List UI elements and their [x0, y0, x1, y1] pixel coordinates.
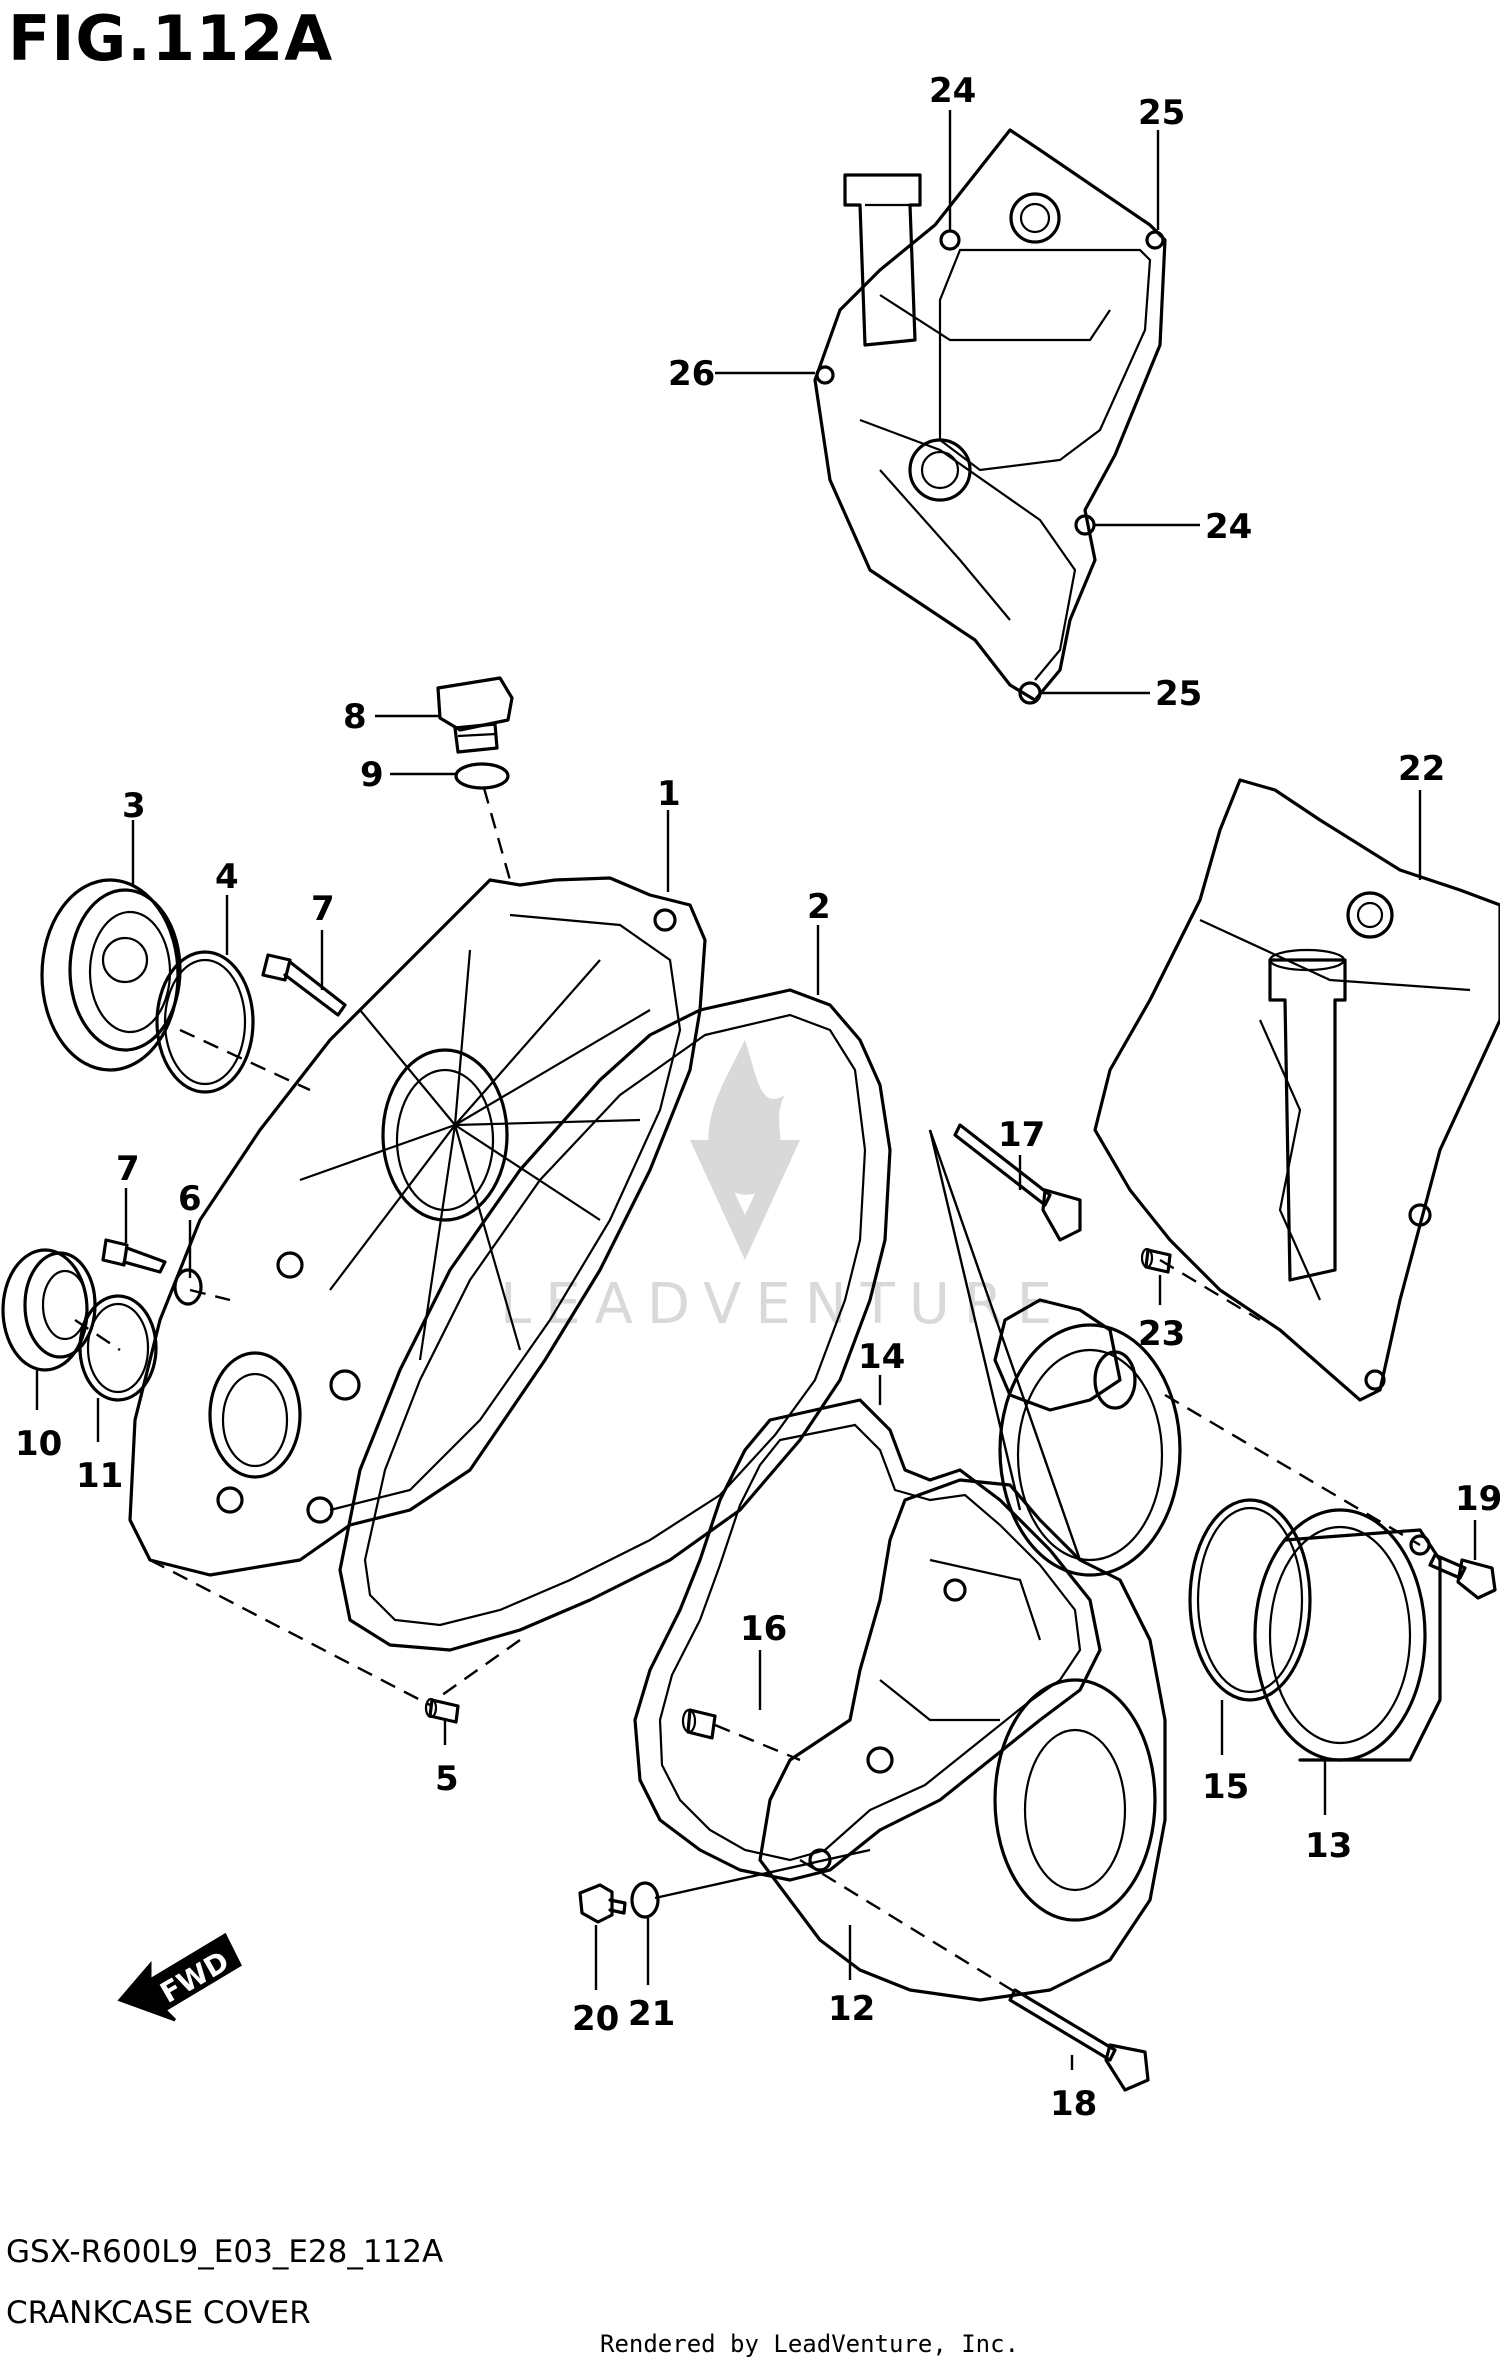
callout-20: 20 — [572, 1999, 619, 2039]
clutch-cover-cap — [1253, 1508, 1442, 1762]
callout-1: 1 — [657, 774, 681, 814]
callout-6: 6 — [178, 1179, 202, 1219]
callout-16: 16 — [740, 1609, 787, 1649]
callout-24-upper: 24 — [929, 71, 976, 111]
callout-18: 18 — [1050, 2084, 1097, 2124]
fwd-arrow-icon: FWD — [117, 1932, 242, 2022]
callout-21: 21 — [628, 1994, 675, 2034]
oil-filler-cap — [436, 676, 514, 754]
figure-title: FIG.112A — [8, 2, 334, 75]
callout-4: 4 — [215, 857, 239, 897]
leader-lines — [35, 110, 1477, 2070]
callout-2: 2 — [807, 887, 831, 927]
callout-11: 11 — [76, 1456, 123, 1496]
section-name: CRANKCASE COVER — [6, 2295, 311, 2331]
dowel-pin-16 — [681, 1708, 717, 1740]
bolt-20 — [578, 1883, 627, 1924]
callout-15: 15 — [1202, 1767, 1249, 1807]
callout-7-lower: 7 — [116, 1149, 140, 1189]
callout-25-lower: 25 — [1155, 674, 1202, 714]
sprocket-cover — [813, 128, 1167, 705]
o-ring-large — [1188, 1498, 1312, 1702]
bolt-7-lower — [101, 1238, 167, 1274]
dowel-pin-5 — [424, 1697, 460, 1724]
crankcase-cover-gasket — [338, 988, 892, 1652]
callout-26: 26 — [668, 354, 715, 394]
callout-10: 10 — [15, 1424, 62, 1464]
callout-17: 17 — [998, 1115, 1045, 1155]
leadventure-flame-logo-icon — [708, 1040, 785, 1195]
plug-o-ring — [78, 1294, 158, 1402]
clutch-cover — [758, 1298, 1182, 2002]
callout-12: 12 — [828, 1989, 875, 2029]
callout-25-upper: 25 — [1138, 93, 1185, 133]
washer-21 — [630, 1881, 660, 1919]
dowel-pin-23 — [1140, 1247, 1172, 1274]
clutch-cover-gasket — [633, 1398, 1102, 1882]
bolt-19 — [1428, 1553, 1497, 1600]
callout-3: 3 — [122, 786, 146, 826]
callout-5: 5 — [435, 1759, 459, 1799]
render-credit: Rendered by LeadVenture, Inc. — [600, 2330, 1020, 2358]
callout-24-lower: 24 — [1205, 507, 1252, 547]
filler-cap-o-ring — [454, 762, 510, 790]
watermark-text: LEADVENTURE — [500, 1272, 1066, 1337]
callout-labels: 1 2 3 4 7 7 6 10 11 8 9 5 14 16 17 23 19… — [15, 71, 1500, 2124]
callout-23: 23 — [1138, 1314, 1185, 1354]
callout-7-upper: 7 — [311, 889, 335, 929]
model-code: GSX-R600L9_E03_E28_112A — [6, 2234, 444, 2270]
generator-cover-plate — [1093, 778, 1500, 1402]
callout-13: 13 — [1305, 1826, 1352, 1866]
bolt-7-upper — [261, 953, 347, 1017]
bolt-18 — [1008, 1988, 1150, 2092]
callout-22: 22 — [1398, 749, 1445, 789]
washer-6 — [173, 1268, 203, 1306]
callout-9: 9 — [360, 755, 384, 795]
cap-o-ring — [155, 950, 255, 1094]
callout-14: 14 — [858, 1337, 905, 1377]
callout-8: 8 — [343, 697, 367, 737]
alignment-lines — [74, 787, 1421, 1997]
crankcase-cover — [128, 876, 707, 1577]
callout-19: 19 — [1455, 1479, 1500, 1519]
